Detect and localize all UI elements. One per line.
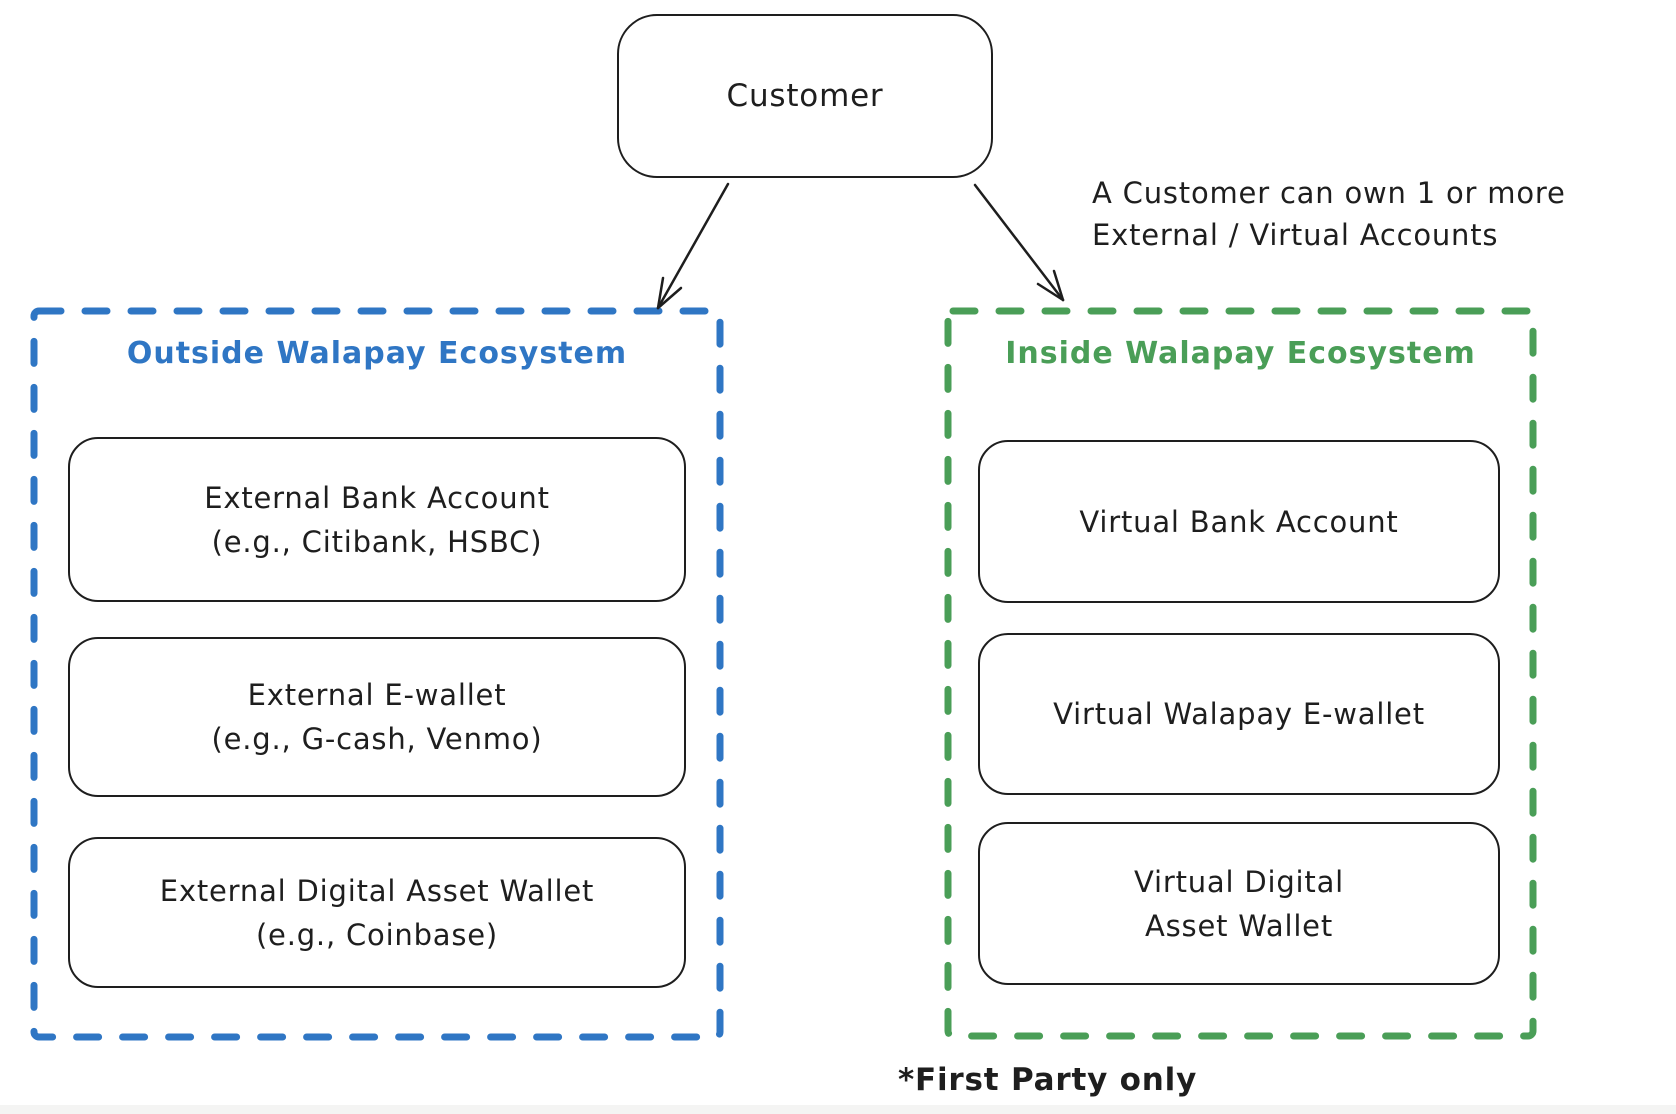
customer-label: Customer	[726, 78, 884, 114]
external-bank-account-node: External Bank Account (e.g., Citibank, H…	[68, 437, 686, 602]
external-ewallet-node: External E-wallet (e.g., G-cash, Venmo)	[68, 637, 686, 797]
arrow-customer-to-outside	[656, 182, 730, 310]
arrow-customer-to-inside	[973, 183, 1065, 302]
node-label: Virtual Bank Account	[1079, 504, 1399, 539]
annotation-line-1: A Customer can own 1 or more	[1092, 176, 1566, 210]
canvas-bottom-edge	[0, 1105, 1676, 1114]
node-sublabel: Asset Wallet	[1144, 908, 1333, 943]
annotation-line-2: External / Virtual Accounts	[1092, 218, 1499, 252]
node-label: Virtual Digital	[1133, 864, 1345, 899]
node-sublabel: (e.g., Citibank, HSBC)	[211, 524, 543, 559]
virtual-walapay-ewallet-node: Virtual Walapay E-wallet	[978, 633, 1500, 795]
node-sublabel: (e.g., Coinbase)	[255, 917, 499, 952]
virtual-digital-asset-wallet-node: Virtual Digital Asset Wallet	[978, 822, 1500, 985]
first-party-footnote: *First Party only	[898, 1062, 1198, 1098]
node-sublabel: (e.g., G-cash, Venmo)	[211, 722, 543, 756]
inside-ecosystem-title: Inside Walapay Ecosystem	[1005, 336, 1476, 371]
customer-node: Customer	[617, 14, 993, 178]
node-label: External Digital Asset Wallet	[159, 873, 595, 908]
virtual-bank-account-node: Virtual Bank Account	[978, 440, 1500, 603]
node-label: External Bank Account	[204, 480, 550, 515]
node-label: External E-wallet	[247, 678, 507, 712]
cardinality-annotation: A Customer can own 1 or more External / …	[1092, 172, 1662, 256]
external-digital-asset-wallet-node: External Digital Asset Wallet (e.g., Coi…	[68, 837, 686, 988]
outside-ecosystem-title: Outside Walapay Ecosystem	[126, 336, 628, 371]
node-label: Virtual Walapay E-wallet	[1053, 697, 1425, 731]
